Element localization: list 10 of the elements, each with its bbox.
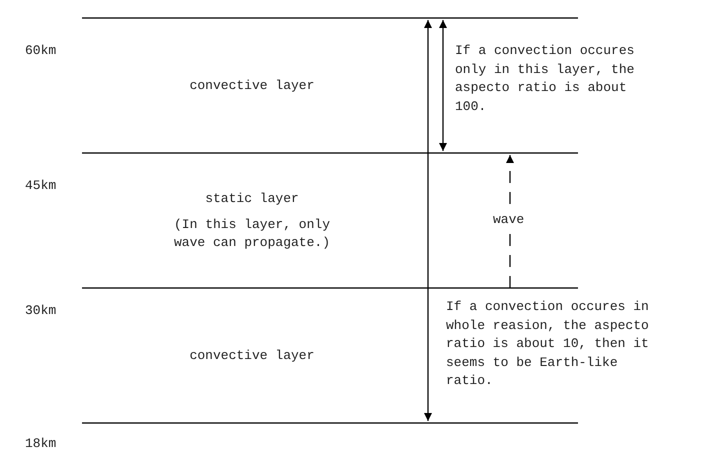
altitude-label: 45km [25, 177, 56, 195]
altitude-label: 30km [25, 302, 56, 320]
altitude-label: 60km [25, 42, 56, 60]
altitude-label: 18km [25, 435, 56, 450]
layer-note: (In this layer, only wave can propagate.) [172, 216, 332, 252]
layer-name: convective layer [190, 346, 314, 364]
layer-name: convective layer [190, 76, 314, 94]
annotation-note: If a convection occures only in this layer, the aspecto ratio is about 100. [455, 42, 634, 116]
layer-name: static layer [205, 190, 299, 208]
annotation-note: If a convection occures in whole reasion, the aspecto ratio is about 10, then it seems to be Earth-like ratio. [446, 298, 649, 390]
